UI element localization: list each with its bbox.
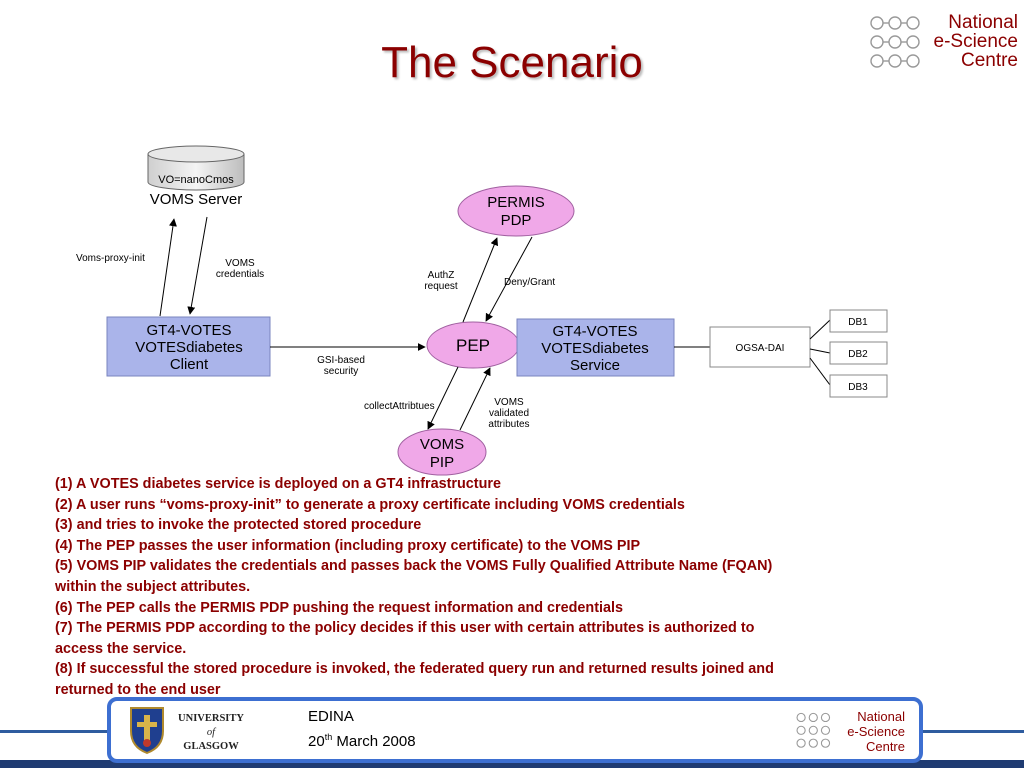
glasgow-wordmark: UNIVERSITY of GLASGOW: [175, 712, 247, 754]
voms-db-label: VO=nanoCmos: [158, 174, 234, 186]
step-line: (3) and tries to invoke the protected st…: [55, 517, 422, 534]
edge-voms-proxy-init: Voms-proxy-init: [76, 253, 145, 264]
logo-line-3: Centre: [960, 50, 1018, 71]
step-line: within the subject attributes.: [55, 578, 251, 595]
service-line-2: VOTESdiabetes: [541, 340, 649, 357]
collect-attributes-arrow: [427, 366, 459, 430]
step-line: (5) VOMS PIP validates the credentials a…: [55, 558, 773, 575]
step-line: access the service.: [55, 640, 187, 657]
glasgow-line-2: of: [206, 727, 216, 738]
slide-title: The Scenario: [381, 38, 643, 87]
edge-authz-2: request: [424, 281, 458, 292]
voms-pip-node: [397, 428, 487, 476]
date-suffix: th: [324, 732, 333, 742]
permis-line-1: PERMIS: [487, 194, 545, 211]
step-line: (2) A user runs “voms-proxy-init” to gen…: [55, 496, 685, 513]
scenario-steps: (1) A VOTES diabetes service is deployed…: [55, 474, 885, 701]
voms-database-icon: [147, 145, 245, 191]
edge-voms-validated-3: attributes: [488, 419, 529, 430]
db1-label: DB1: [848, 317, 868, 328]
voms-proxy-init-arrow: [159, 218, 177, 317]
glasgow-line-1: UNIVERSITY: [178, 713, 244, 724]
db3-box: [829, 374, 888, 398]
logo-dots-icon: [870, 16, 920, 68]
db3-label: DB3: [848, 382, 868, 393]
logo-line-1: National: [948, 12, 1018, 33]
db1-link: [809, 319, 831, 340]
client-line-2: VOTESdiabetes: [135, 339, 243, 356]
client-line-3: Client: [170, 356, 209, 373]
glasgow-logo: UNIVERSITY of GLASGOW: [123, 704, 273, 756]
event-name: EDINA: [308, 708, 354, 725]
edge-voms-credentials-2: credentials: [216, 269, 264, 280]
db1-box: [829, 309, 888, 333]
event-date: 20th March 2008: [308, 727, 416, 752]
footer-logo-line-2: e-Science: [847, 724, 905, 739]
footer-panel: UNIVERSITY of GLASGOW EDINA 20th March 2…: [107, 697, 923, 763]
client-box: [106, 316, 271, 377]
service-line-3: Service: [570, 357, 620, 374]
voms-credentials-arrow: [187, 216, 208, 315]
authz-request-arrow: [462, 237, 499, 323]
date-rest: March 2008: [332, 733, 416, 750]
edge-voms-validated-2: validated: [489, 408, 529, 419]
footer-nesc-logo: National e-Science Centre: [795, 706, 905, 756]
permis-pdp-node: [457, 185, 575, 237]
footer-info: EDINA 20th March 2008: [308, 707, 416, 752]
db2-box: [829, 341, 888, 365]
edge-voms-validated-1: VOMS: [494, 397, 524, 408]
step-line: returned to the end user: [55, 681, 221, 698]
step-line: (6) The PEP calls the PERMIS PDP pushing…: [55, 599, 624, 616]
step-line: (1) A VOTES diabetes service is deployed…: [55, 476, 501, 492]
footer-logo-line-1: National: [857, 709, 905, 724]
footer-logo-dots-icon: [796, 712, 831, 748]
permis-line-2: PDP: [501, 212, 532, 229]
step-line: (8) If successful the stored procedure i…: [55, 661, 774, 678]
edge-collect: collectAttribtues: [364, 401, 435, 412]
voms-pip-line-1: VOMS: [420, 436, 464, 453]
service-line-1: GT4-VOTES: [552, 323, 637, 340]
client-line-1: GT4-VOTES: [146, 322, 231, 339]
nesc-logo: National e-Science Centre: [868, 10, 1018, 72]
glasgow-line-3: GLASGOW: [183, 741, 239, 752]
edge-deny-grant: Deny/Grant: [504, 277, 555, 288]
deny-grant-arrow: [485, 236, 533, 322]
scenario-diagram: VO=nanoCmos VOMS Server Voms-proxy-init …: [76, 145, 888, 476]
service-box: [516, 318, 675, 377]
step-line: (7) The PERMIS PDP according to the poli…: [55, 620, 755, 637]
date-day: 20: [308, 733, 325, 750]
logo-line-2: e-Science: [933, 31, 1019, 52]
voms-pip-line-2: PIP: [430, 454, 454, 471]
bottom-bar: [0, 760, 1024, 768]
edge-gsi-1: GSI-based: [317, 355, 365, 366]
edge-gsi-2: security: [324, 366, 358, 377]
ogsa-dai-box: [709, 326, 811, 368]
ogsa-dai-label: OGSA-DAI: [736, 343, 785, 354]
voms-validated-arrow: [459, 367, 491, 431]
db2-label: DB2: [848, 349, 868, 360]
edge-voms-credentials-1: VOMS: [225, 258, 255, 269]
footer-logo-line-3: Centre: [865, 739, 905, 754]
pep-label: PEP: [456, 336, 490, 355]
db2-link: [809, 348, 831, 354]
step-line: (4) The PEP passes the user information …: [55, 537, 641, 554]
db3-link: [809, 357, 831, 386]
glasgow-crest-icon: [130, 707, 164, 755]
voms-server-label: VOMS Server: [150, 191, 243, 208]
edge-authz-1: AuthZ: [428, 270, 455, 281]
